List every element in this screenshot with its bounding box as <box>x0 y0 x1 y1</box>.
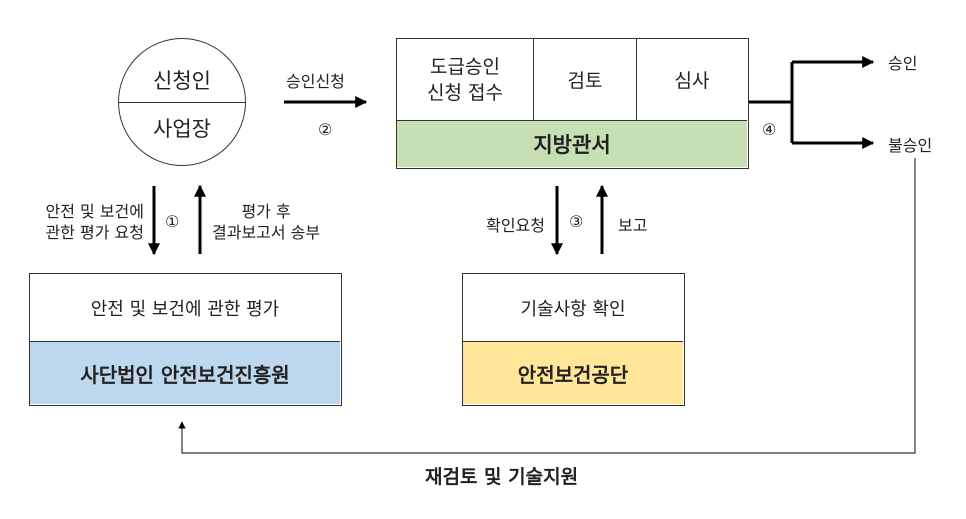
confirm-request-label: 확인요청 <box>486 216 545 235</box>
report-label: 보고 <box>618 216 648 235</box>
support-loop <box>178 158 916 454</box>
application-receipt-cell: 도급승인 신청 접수 <box>397 39 534 120</box>
workplace-label: 사업장 <box>153 117 211 141</box>
apply-label: 승인신청 <box>286 72 345 91</box>
agency-name: 안전보건공단 <box>463 341 683 404</box>
reject-label: 불승인 <box>888 136 933 155</box>
step-1: ① <box>165 212 180 231</box>
agency-description: 기술사항 확인 <box>520 298 626 320</box>
association-name: 사단법인 안전보건진흥원 <box>30 341 340 404</box>
step-2: ② <box>318 120 333 139</box>
association-description: 안전 및 보건에 관한 평가 <box>90 298 280 320</box>
regional-office-name: 지방관서 <box>397 120 747 167</box>
examination-cell: 심사 <box>674 70 710 92</box>
circle-divider <box>119 102 245 103</box>
application-receipt-text: 도급승인 신청 접수 <box>427 55 503 104</box>
review-cell: 검토 <box>534 39 637 120</box>
association-box: 안전 및 보건에 관한 평가 사단법인 안전보건진흥원 <box>29 273 342 406</box>
support-label: 재검토 및 기술지원 <box>425 466 579 488</box>
approve-label: 승인 <box>888 54 918 73</box>
step-3: ③ <box>569 212 584 231</box>
applicant-label: 신청인 <box>153 69 211 93</box>
agency-box: 기술사항 확인 안전보건공단 <box>462 273 685 406</box>
regional-office-box: 도급승인 신청 접수 검토 심사 지방관서 <box>396 38 749 169</box>
applicant-circle: 신청인 사업장 <box>118 38 246 166</box>
step-4: ④ <box>762 120 777 139</box>
eval-request-label: 안전 및 보건에 관한 평가 요청 <box>45 202 145 242</box>
eval-report-label: 평가 후 결과보고서 송부 <box>212 202 321 242</box>
